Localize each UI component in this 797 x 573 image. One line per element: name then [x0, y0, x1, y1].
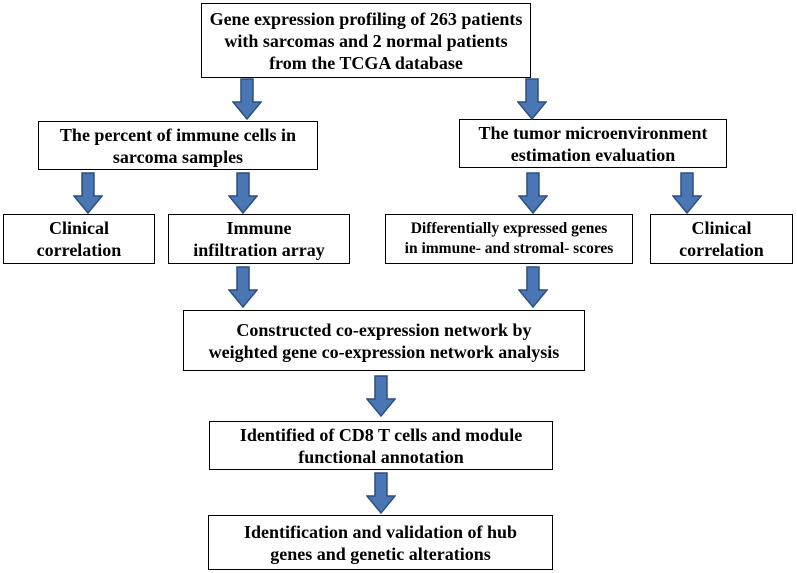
arrow-top-to-immune-percent: [232, 78, 262, 120]
top-box-label: Gene expression profiling of 263 patient…: [209, 8, 523, 73]
arrow-immune-array-to-wgcna: [228, 266, 258, 308]
arrow-tme-to-clinical-right: [672, 172, 702, 214]
tme-box: The tumor microenvironment estimation ev…: [459, 119, 727, 168]
wgcna-label: Constructed co-expression network by wei…: [208, 319, 560, 362]
clinical-left-label: Clinical correlation: [36, 218, 122, 260]
immune-percent-box: The percent of immune cells in sarcoma s…: [38, 121, 318, 170]
immune-array-box: Immune infiltration array: [168, 214, 350, 264]
cd8-box: Identified of CD8 T cells and module fun…: [209, 421, 553, 470]
immune-percent-label: The percent of immune cells in sarcoma s…: [59, 124, 297, 167]
hub-box: Identification and validation of hub gen…: [208, 515, 553, 570]
deg-label: Differentially expressed genes in immune…: [404, 220, 614, 257]
arrow-deg-to-wgcna: [518, 266, 548, 308]
cd8-label: Identified of CD8 T cells and module fun…: [239, 424, 523, 467]
wgcna-box: Constructed co-expression network by wei…: [183, 310, 585, 371]
arrow-tme-to-deg: [518, 172, 548, 214]
top-box: Gene expression profiling of 263 patient…: [201, 3, 531, 78]
clinical-left-box: Clinical correlation: [3, 214, 155, 264]
arrow-immune-percent-to-clinical-left: [73, 172, 103, 214]
arrow-cd8-to-hub: [366, 472, 396, 514]
hub-label: Identification and validation of hub gen…: [243, 521, 518, 564]
arrow-wgcna-to-cd8: [366, 375, 396, 417]
clinical-right-label: Clinical correlation: [679, 218, 764, 260]
deg-box: Differentially expressed genes in immune…: [385, 214, 633, 264]
tme-label: The tumor microenvironment estimation ev…: [478, 122, 708, 165]
clinical-right-box: Clinical correlation: [650, 214, 793, 264]
immune-array-label: Immune infiltration array: [193, 218, 325, 260]
arrow-immune-percent-to-immune-array: [228, 172, 258, 214]
arrow-top-to-tme: [517, 78, 547, 120]
